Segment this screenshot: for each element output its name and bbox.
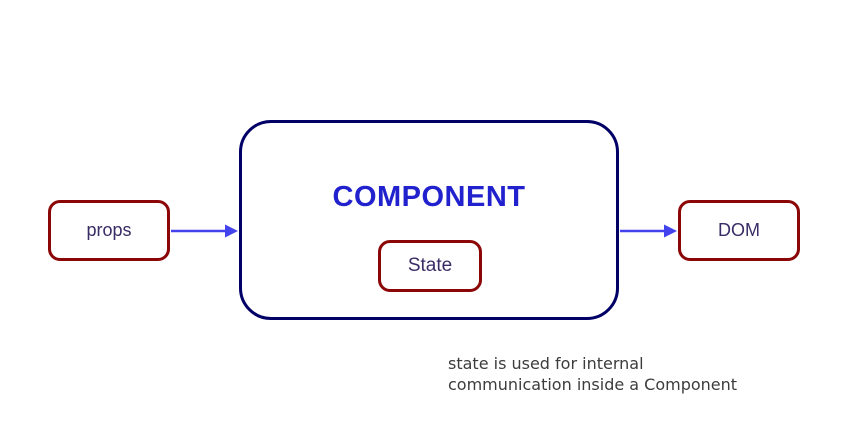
props-node: props [48,200,170,261]
dom-node: DOM [678,200,800,261]
state-node: State [378,240,482,292]
dom-node-label: DOM [718,220,760,240]
caption-text: state is used for internal communication… [448,353,737,395]
props-to-component-arrow-icon [171,224,238,238]
component-node: COMPONENT [239,120,619,320]
props-node-label: props [86,220,132,240]
component-node-label: COMPONENT [332,181,526,213]
caption-line-2: communication inside a Component [448,375,738,394]
state-node-label: State [407,255,453,276]
caption-line-1: state is used for internal [448,354,644,373]
component-to-dom-arrow-icon [620,224,677,238]
